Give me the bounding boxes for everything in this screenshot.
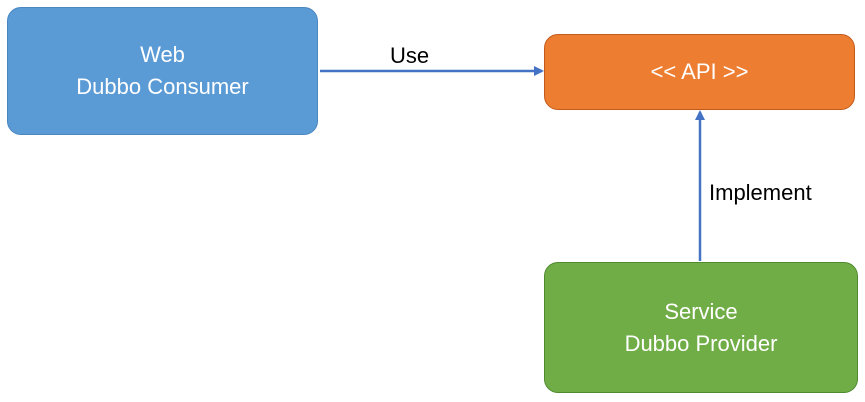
provider-subtitle: Dubbo Provider (624, 330, 778, 356)
implement-edge-label: Implement (709, 180, 812, 205)
consumer-title: Web (140, 42, 185, 67)
api-node: << API >> (544, 34, 855, 110)
api-label: << API >> (650, 59, 749, 84)
use-edge-label: Use (390, 43, 430, 68)
service-dubbo-provider-node: Service Dubbo Provider (544, 262, 858, 393)
web-dubbo-consumer-node: Web Dubbo Consumer (7, 7, 318, 135)
provider-title: Service (664, 298, 738, 324)
consumer-subtitle: Dubbo Consumer (76, 74, 249, 99)
